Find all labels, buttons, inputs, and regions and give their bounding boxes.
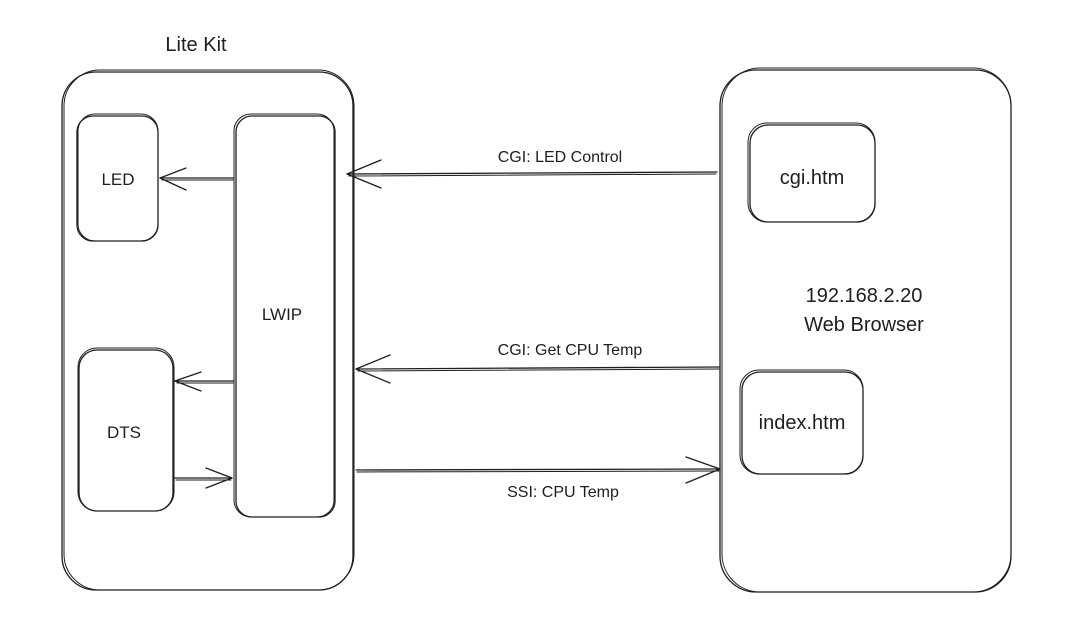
dts-box xyxy=(77,347,175,512)
ssi-cpu-temp-label: SSI: CPU Temp xyxy=(507,484,619,501)
dts-to-lwip-arrow xyxy=(174,467,233,489)
index-htm-label: index.htm xyxy=(759,412,846,434)
lwip-to-led-arrow xyxy=(159,167,235,191)
cgi-led-control-label: CGI: LED Control xyxy=(498,149,622,166)
lite-kit-container xyxy=(61,69,355,591)
lwip-label: LWIP xyxy=(262,305,302,324)
cgi-htm-box xyxy=(747,122,876,223)
browser-container xyxy=(719,67,1012,593)
cgi-get-cpu-temp-label: CGI: Get CPU Temp xyxy=(498,342,643,359)
ssi-cpu-temp-arrow xyxy=(355,456,721,484)
lwip-box xyxy=(233,113,336,518)
lwip-to-dts-arrow xyxy=(174,371,235,392)
cgi-get-cpu-temp-arrow xyxy=(355,354,721,384)
browser-label: Web Browser xyxy=(804,314,924,336)
index-htm-box xyxy=(739,369,864,475)
browser-ip: 192.168.2.20 xyxy=(806,285,923,307)
led-box xyxy=(76,113,159,242)
cgi-htm-label: cgi.htm xyxy=(780,167,844,189)
led-label: LED xyxy=(101,170,134,189)
dts-label: DTS xyxy=(107,423,141,442)
lite-kit-title: Lite Kit xyxy=(165,34,227,56)
cgi-led-control-arrow xyxy=(346,159,718,189)
